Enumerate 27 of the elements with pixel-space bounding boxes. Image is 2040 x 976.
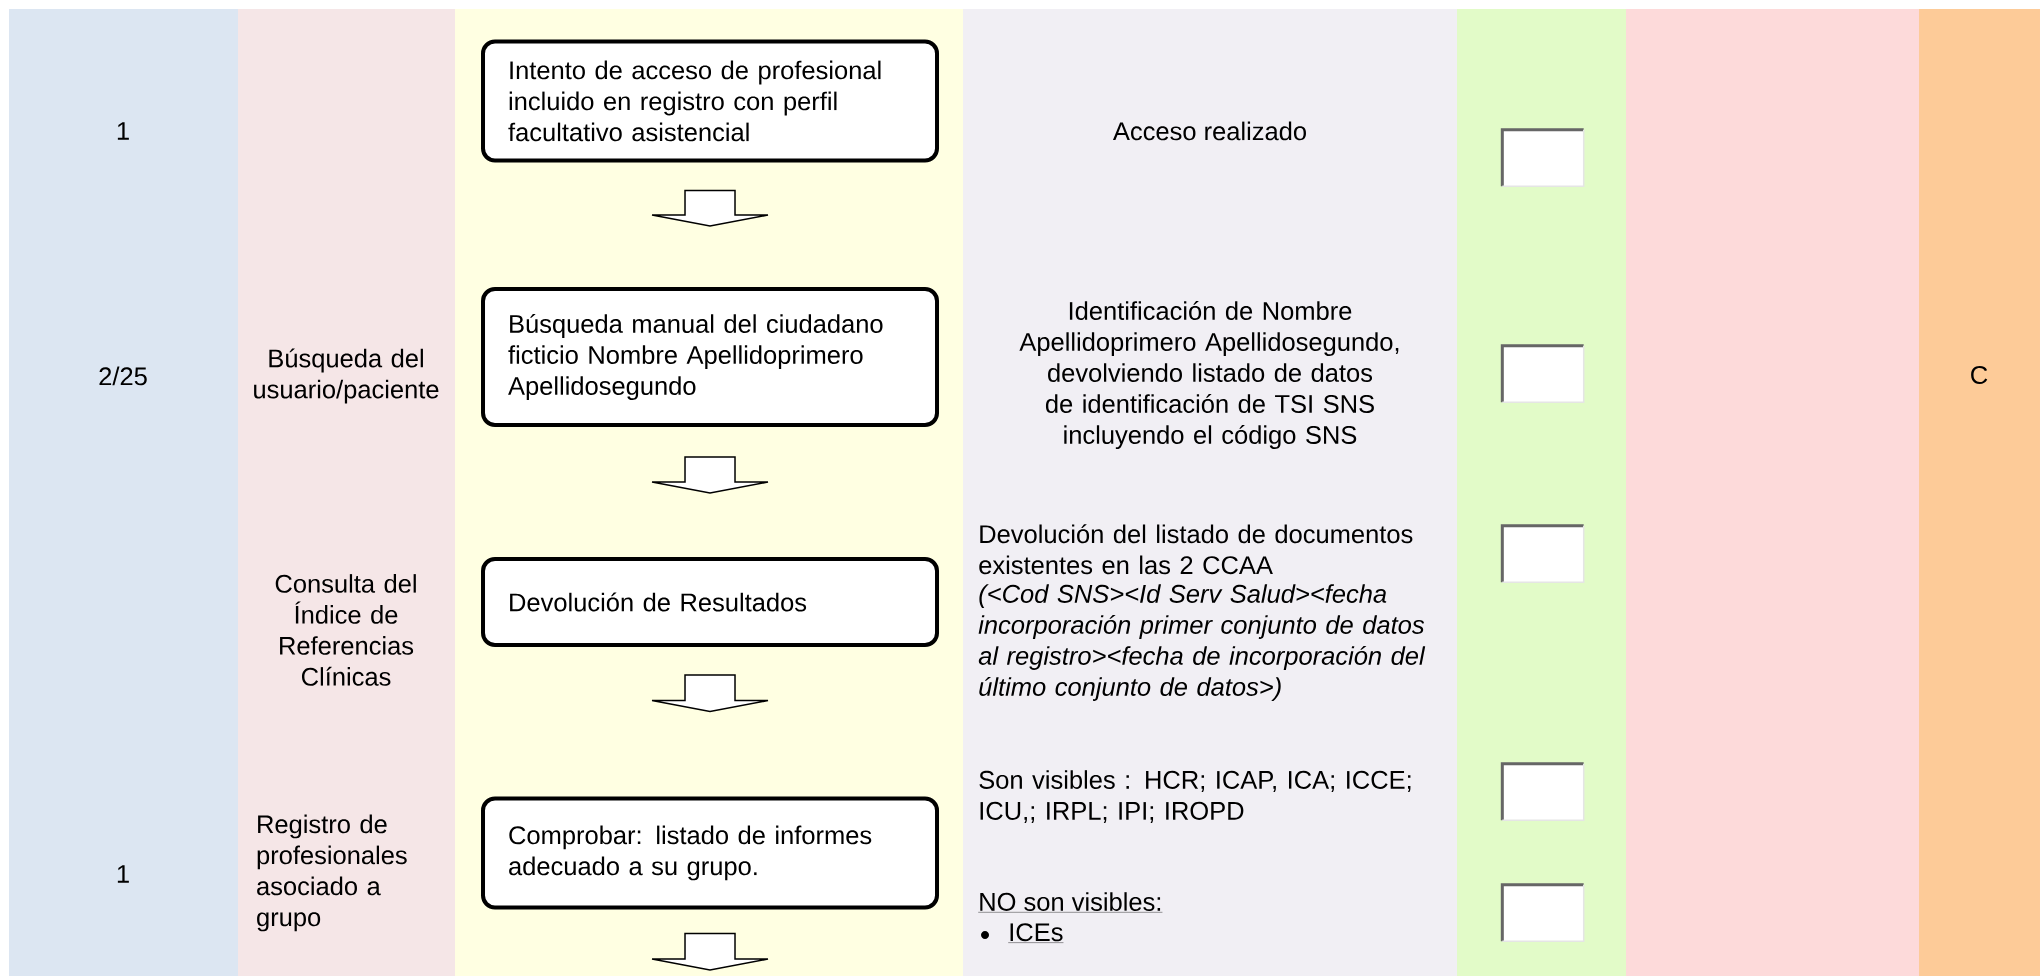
cell-text: ICEs bbox=[1008, 923, 1064, 943]
cell-text: Identificación de Nombre Apellidoprimero Apellidosegundo, devolviendo listado de datos de identificación de TSI SNS incluyendo el código SNS bbox=[1019, 300, 1399, 449]
process-box: Devolución de Resultados bbox=[481, 557, 939, 647]
cell-text: C bbox=[1971, 365, 1988, 384]
cell-text: Son visibles : HCR; ICAP, ICA; ICCE; ICU,; IRPL; IPI; IROPD bbox=[979, 770, 1411, 823]
checkbox bbox=[1500, 762, 1585, 821]
process-box: Comprobar: listado de informes adecuado a su grupo. bbox=[481, 796, 939, 910]
checkbox bbox=[1500, 128, 1585, 187]
cell-text: (<Cod SNS><Id Serv Salud><fecha incorporación primer conjunto de datos al registro><fecha de incorporación del último conjunto de datos>) bbox=[978, 584, 1426, 701]
checkbox bbox=[1500, 883, 1585, 942]
process-box: Intento de acceso de profesional incluido en registro con perfil facultativo asistencial bbox=[481, 39, 939, 163]
block-arrow bbox=[651, 456, 769, 494]
cell-text: NO son visibles: bbox=[978, 892, 1163, 913]
cell-text: Búsqueda del usuario/paciente bbox=[254, 348, 439, 404]
checkbox bbox=[1500, 344, 1585, 403]
cell-text: 2/25 bbox=[99, 366, 147, 386]
block-arrow bbox=[651, 189, 769, 227]
cell-text: 1 bbox=[117, 865, 129, 883]
checkbox bbox=[1500, 524, 1585, 583]
cell-text: Devolución del listado de documentos existentes en las 2 CCAA bbox=[979, 524, 1413, 575]
cell-text: Consulta del Índice de Referencias Clínicas bbox=[275, 574, 416, 686]
cell-text: Acceso realizado bbox=[1112, 121, 1306, 141]
process-box: Búsqueda manual del ciudadano ficticio Nombre Apellidoprimero Apellidosegundo bbox=[481, 287, 939, 427]
block-arrow bbox=[651, 932, 769, 971]
block-arrow bbox=[651, 674, 769, 713]
cell-text: Registro de profesionales asociado a grupo bbox=[257, 814, 407, 932]
cell-text: 1 bbox=[117, 122, 129, 140]
